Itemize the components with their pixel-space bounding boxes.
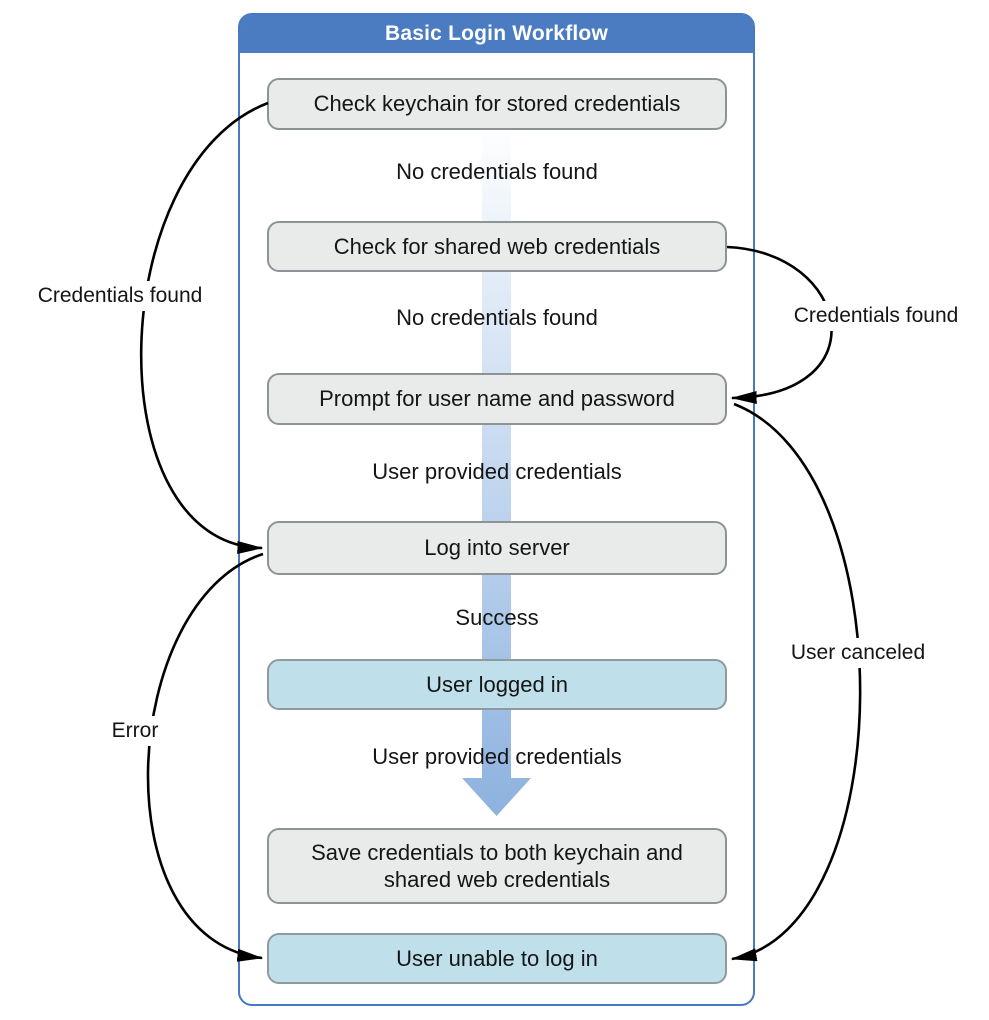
node-prompt-user-label: Prompt for user name and password	[319, 386, 675, 412]
node-user-logged-in-label: User logged in	[426, 671, 568, 697]
edge-label-credentials-found-right: Credentials found	[786, 301, 966, 331]
edge-label-user-canceled: User canceled	[783, 638, 933, 668]
workflow-title: Basic Login Workflow	[385, 22, 608, 45]
node-check-keychain: Check keychain for stored credentials	[267, 78, 727, 130]
node-save-credentials-label: Save credentials to both keychain and sh…	[311, 839, 683, 893]
node-user-unable-to-log-in-label: User unable to log in	[396, 945, 598, 971]
node-save-credentials: Save credentials to both keychain and sh…	[267, 828, 727, 904]
flow-label-user-provided-1: User provided credentials	[372, 459, 622, 484]
node-check-shared-web-label: Check for shared web credentials	[333, 233, 661, 259]
node-prompt-user: Prompt for user name and password	[267, 373, 727, 425]
node-user-unable-to-log-in: User unable to log in	[267, 933, 727, 984]
flow-label-success: Success	[455, 605, 539, 630]
edge-label-error: Error	[104, 716, 166, 746]
node-check-shared-web: Check for shared web credentials	[267, 221, 727, 272]
flow-label-no-credentials-2: No credentials found	[396, 305, 598, 330]
flow-label-no-credentials-1: No credentials found	[396, 159, 598, 184]
node-log-into-server-label: Log into server	[424, 535, 570, 561]
node-log-into-server: Log into server	[267, 521, 727, 575]
edge-label-credentials-found-left: Credentials found	[30, 281, 210, 311]
workflow-title-bar: Basic Login Workflow	[240, 15, 753, 53]
flow-label-user-provided-2: User provided credentials	[372, 744, 622, 769]
node-user-logged-in: User logged in	[267, 659, 727, 710]
node-check-keychain-label: Check keychain for stored credentials	[313, 91, 681, 117]
